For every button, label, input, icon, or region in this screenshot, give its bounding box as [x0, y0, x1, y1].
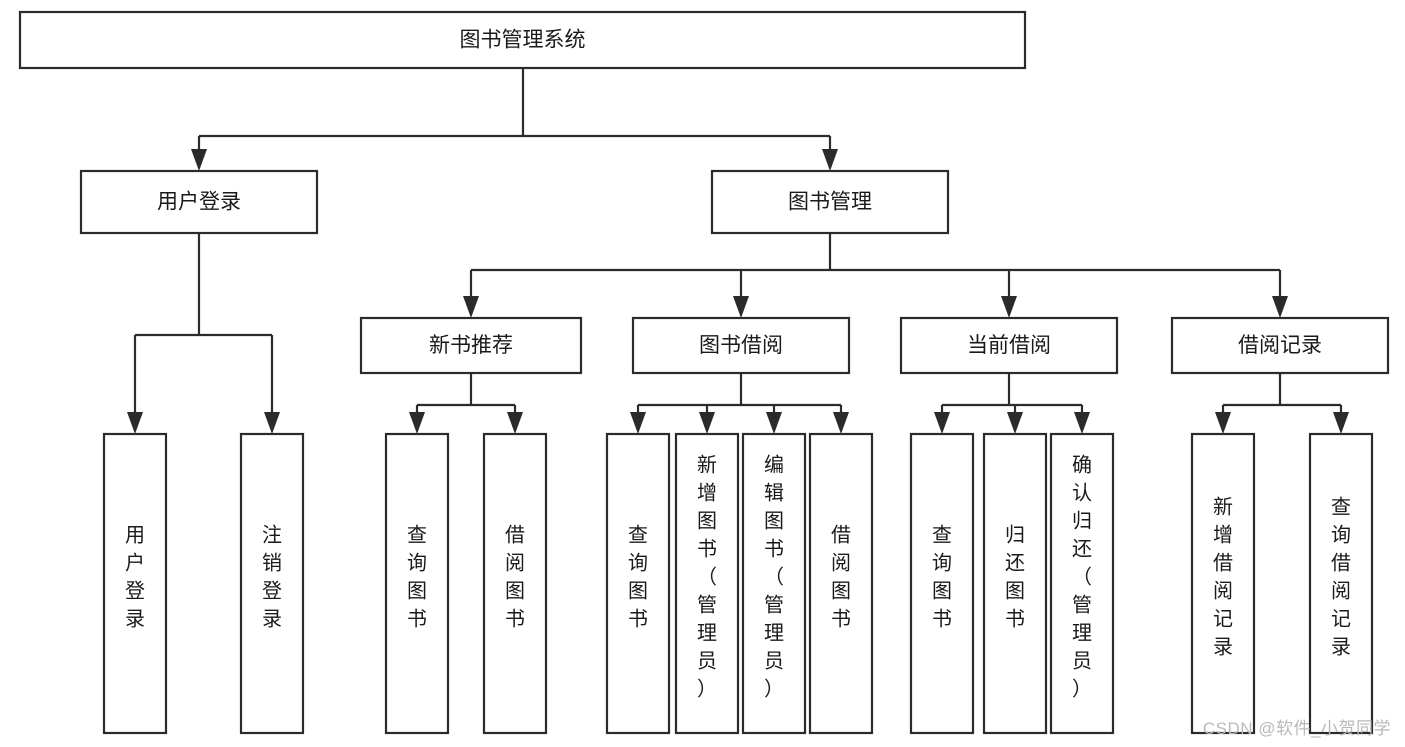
- node-box-leaf-query-book-2: [605, 432, 671, 735]
- node-new-book-recommend[interactable]: 新书推荐: [359, 316, 583, 375]
- node-leaf-borrow-book-2[interactable]: 借阅图书: [808, 432, 874, 735]
- node-user-login[interactable]: 用户登录: [79, 169, 319, 235]
- connectors-layer: [127, 68, 1349, 434]
- node-leaf-return-book[interactable]: 归还图书: [982, 432, 1048, 735]
- node-box-leaf-edit-book-admin: [741, 432, 807, 735]
- node-box-new-book-recommend: [359, 316, 583, 375]
- node-box-leaf-user-login: [102, 432, 168, 735]
- node-box-book-borrow: [631, 316, 851, 375]
- node-label-borrow-record: 借阅记录: [1238, 334, 1322, 357]
- node-label-leaf-add-book-admin: 新增图书（管理员）: [697, 454, 717, 701]
- node-root[interactable]: 图书管理系统: [18, 10, 1027, 70]
- node-label-leaf-confirm-return-admin: 确认归还（管理员）: [1072, 454, 1092, 701]
- connector-user-login-to-leaves: [127, 233, 280, 434]
- node-label-leaf-query-book-2: 查询图书: [628, 524, 648, 631]
- node-leaf-confirm-return-admin[interactable]: 确认归还（管理员）: [1049, 432, 1115, 735]
- connector-borrow-record-to-leaves: [1215, 373, 1349, 434]
- node-leaf-query-book-1[interactable]: 查询图书: [384, 432, 450, 735]
- node-label-leaf-user-login: 用户登录: [125, 525, 145, 631]
- node-leaf-query-book-3[interactable]: 查询图书: [909, 432, 975, 735]
- node-box-leaf-add-borrow-record: [1190, 432, 1256, 735]
- node-label-leaf-query-book-1: 查询图书: [407, 524, 427, 631]
- node-leaf-add-borrow-record[interactable]: 新增借阅记录: [1190, 432, 1256, 735]
- node-label-leaf-borrow-book-2: 借阅图书: [831, 524, 851, 631]
- node-borrow-record[interactable]: 借阅记录: [1170, 316, 1390, 375]
- node-label-book-manage: 图书管理: [788, 191, 872, 214]
- node-box-leaf-query-book-1: [384, 432, 450, 735]
- node-leaf-query-borrow-record[interactable]: 查询借阅记录: [1308, 432, 1374, 735]
- node-box-leaf-return-book: [982, 432, 1048, 735]
- node-label-leaf-borrow-book-1: 借阅图书: [505, 524, 525, 631]
- node-box-leaf-logout-login: [239, 432, 305, 735]
- node-book-borrow[interactable]: 图书借阅: [631, 316, 851, 375]
- node-leaf-edit-book-admin[interactable]: 编辑图书（管理员）: [741, 432, 807, 735]
- node-label-leaf-query-book-3: 查询图书: [932, 524, 952, 631]
- node-leaf-add-book-admin[interactable]: 新增图书（管理员）: [674, 432, 740, 735]
- node-leaf-borrow-book-1[interactable]: 借阅图书: [482, 432, 548, 735]
- node-label-new-book-recommend: 新书推荐: [429, 334, 513, 357]
- node-box-leaf-query-book-3: [909, 432, 975, 735]
- node-label-leaf-edit-book-admin: 编辑图书（管理员）: [764, 454, 784, 701]
- node-box-borrow-record: [1170, 316, 1390, 375]
- node-label-leaf-add-borrow-record: 新增借阅记录: [1213, 496, 1233, 659]
- node-box-leaf-borrow-book-1: [482, 432, 548, 735]
- node-leaf-user-login[interactable]: 用户登录: [102, 432, 168, 735]
- connector-current-borrow-to-leaves: [934, 373, 1090, 434]
- node-label-leaf-logout-login: 注销登录: [262, 524, 282, 631]
- connector-recommend-to-leaves: [409, 373, 523, 434]
- node-current-borrow[interactable]: 当前借阅: [899, 316, 1119, 375]
- watermark-label: CSDN @软件_小贺同学: [1202, 719, 1391, 738]
- node-leaf-query-book-2[interactable]: 查询图书: [605, 432, 671, 735]
- node-box-leaf-borrow-book-2: [808, 432, 874, 735]
- connector-book-manage-to-level3: [463, 233, 1288, 318]
- node-label-leaf-query-borrow-record: 查询借阅记录: [1331, 496, 1351, 659]
- node-box-leaf-add-book-admin: [674, 432, 740, 735]
- node-box-leaf-confirm-return-admin: [1049, 432, 1115, 735]
- node-label-leaf-return-book: 归还图书: [1005, 524, 1025, 631]
- node-label-book-borrow: 图书借阅: [699, 334, 783, 357]
- connector-book-borrow-to-leaves: [630, 373, 849, 434]
- node-label-user-login: 用户登录: [157, 191, 241, 214]
- connector-root-to-level2: [191, 68, 838, 171]
- node-label-root: 图书管理系统: [460, 29, 586, 52]
- node-label-current-borrow: 当前借阅: [967, 334, 1051, 357]
- nodes-layer: 图书管理系统用户登录图书管理新书推荐图书借阅当前借阅借阅记录用户登录注销登录查询…: [18, 10, 1390, 735]
- node-box-current-borrow: [899, 316, 1119, 375]
- node-leaf-logout-login[interactable]: 注销登录: [239, 432, 305, 735]
- node-box-book-manage: [710, 169, 950, 235]
- node-box-root: [18, 10, 1027, 70]
- node-book-manage[interactable]: 图书管理: [710, 169, 950, 235]
- node-box-user-login: [79, 169, 319, 235]
- node-box-leaf-query-borrow-record: [1308, 432, 1374, 735]
